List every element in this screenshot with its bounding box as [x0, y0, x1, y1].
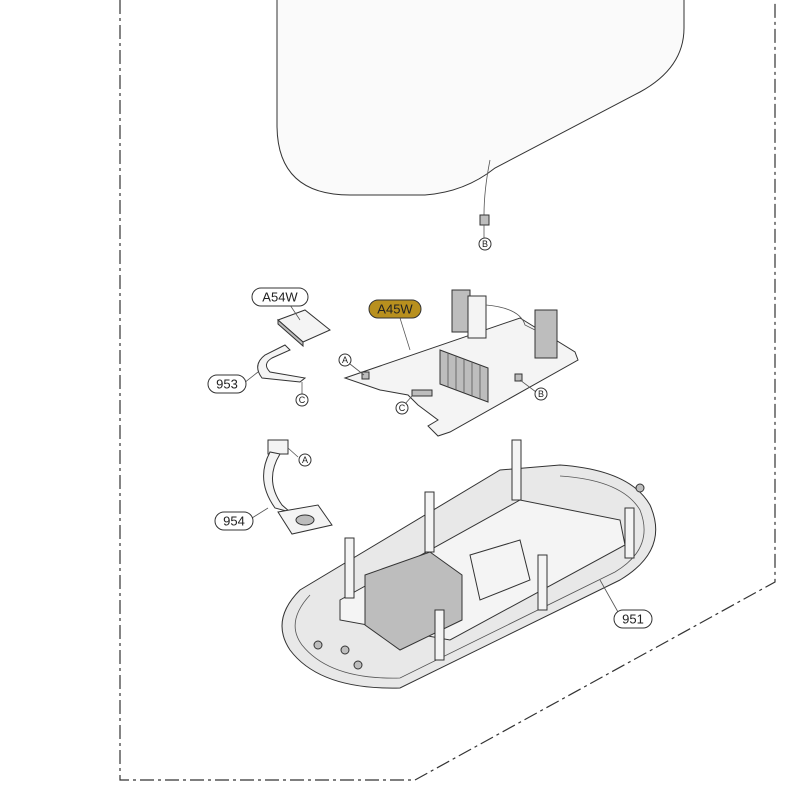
- svg-text:A: A: [302, 455, 308, 465]
- svg-text:B: B: [482, 239, 488, 249]
- ref-b-top: B: [478, 237, 492, 251]
- label-953: 953: [207, 374, 247, 394]
- svg-text:951: 951: [622, 612, 644, 627]
- ref-c-board: C: [395, 401, 409, 415]
- ref-a-board: A: [338, 353, 352, 367]
- svg-text:A45W: A45W: [377, 302, 413, 317]
- assembly-boundary: [119, 0, 776, 781]
- posts: [344, 439, 635, 661]
- heatsink-3: [439, 349, 489, 403]
- svg-text:953: 953: [216, 377, 238, 392]
- svg-text:C: C: [299, 395, 306, 405]
- svg-text:C: C: [399, 403, 406, 413]
- module-a54w: [277, 309, 331, 343]
- tank-connector: [479, 214, 490, 226]
- label-a45w: A45W: [368, 299, 422, 319]
- ref-c-cable: C: [295, 393, 309, 407]
- tank-wire: [483, 159, 491, 216]
- svg-text:A54W: A54W: [262, 290, 298, 305]
- ref-a-cable: A: [298, 453, 312, 467]
- tank-body: [276, 0, 685, 196]
- cable-953: [257, 344, 307, 383]
- svg-text:954: 954: [223, 514, 245, 529]
- label-951: 951: [613, 609, 653, 629]
- svg-text:A: A: [342, 355, 348, 365]
- cable-954: [263, 451, 291, 513]
- heatsink-2: [534, 309, 558, 359]
- label-954: 954: [214, 511, 254, 531]
- label-a54w: A54W: [251, 287, 309, 307]
- ref-b-board: B: [534, 387, 548, 401]
- svg-text:B: B: [538, 389, 544, 399]
- heatsink-1: [451, 289, 487, 339]
